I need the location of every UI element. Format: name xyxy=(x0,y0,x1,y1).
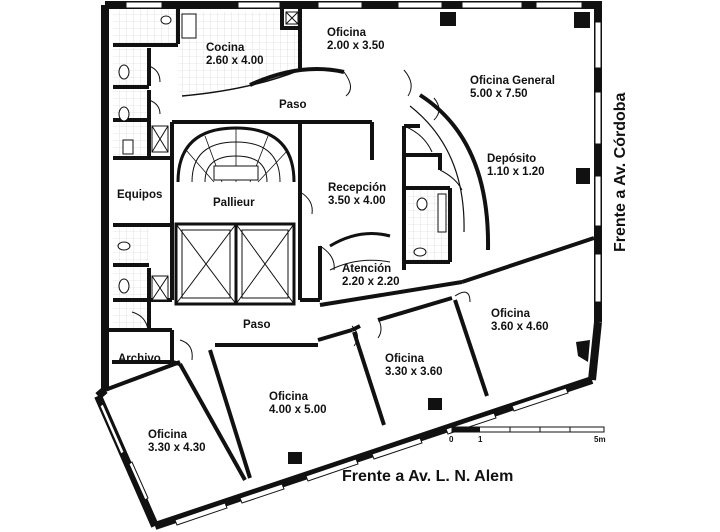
room-dims-oficina-top: 2.00 x 3.50 xyxy=(327,40,385,52)
room-dims-cocina: 2.60 x 4.00 xyxy=(206,55,264,67)
curved-partitions xyxy=(181,66,491,271)
room-name-paso-bottom: Paso xyxy=(243,319,271,331)
scale-label-1: 1 xyxy=(478,435,483,444)
fixtures xyxy=(117,11,447,301)
room-dims-oficina-right: 3.60 x 4.60 xyxy=(491,321,549,333)
room-dims-oficina-mid: 3.30 x 3.60 xyxy=(385,366,443,378)
stair-core xyxy=(174,126,296,306)
room-name-oficina-right: Oficina xyxy=(491,308,531,320)
room-name-oficina-general: Oficina General xyxy=(470,75,555,87)
scale-label-0: 0 xyxy=(449,435,454,444)
room-name-cocina: Cocina xyxy=(206,42,245,54)
interior-walls xyxy=(104,8,595,481)
room-name-oficina-top: Oficina xyxy=(327,27,367,39)
room-dims-oficina-center: 4.00 x 5.00 xyxy=(269,404,327,416)
room-name-oficina-center: Oficina xyxy=(269,391,309,403)
windows xyxy=(99,1,602,526)
columns xyxy=(288,12,590,464)
room-name-pallieur: Pallieur xyxy=(213,197,255,209)
scale-label-5m: 5m xyxy=(594,435,606,444)
street-label-bottom: Frente a Av. L. N. Alem xyxy=(342,468,513,485)
scale-bar: 0 1 5m xyxy=(449,426,606,444)
room-dims-deposito: 1.10 x 1.20 xyxy=(487,166,545,178)
room-name-atencion: Atención xyxy=(342,263,391,275)
room-labels: Cocina 2.60 x 4.00 Oficina 2.00 x 3.50 O… xyxy=(117,27,555,454)
room-name-equipos: Equipos xyxy=(117,189,162,201)
street-label-right: Frente a Av. Córdoba xyxy=(612,92,629,252)
room-name-oficina-left: Oficina xyxy=(148,429,188,441)
room-name-deposito: Depósito xyxy=(487,153,536,165)
room-name-archivo: Archivo xyxy=(118,353,161,365)
room-dims-oficina-general: 5.00 x 7.50 xyxy=(470,88,528,100)
room-dims-oficina-left: 3.30 x 4.30 xyxy=(148,442,206,454)
room-name-paso-top: Paso xyxy=(279,99,307,111)
room-name-recepcion: Recepción xyxy=(328,182,386,194)
room-dims-recepcion: 3.50 x 4.00 xyxy=(328,195,386,207)
room-dims-atencion: 2.20 x 2.20 xyxy=(342,276,400,288)
room-name-oficina-mid: Oficina xyxy=(385,353,425,365)
door-swings xyxy=(131,65,471,361)
